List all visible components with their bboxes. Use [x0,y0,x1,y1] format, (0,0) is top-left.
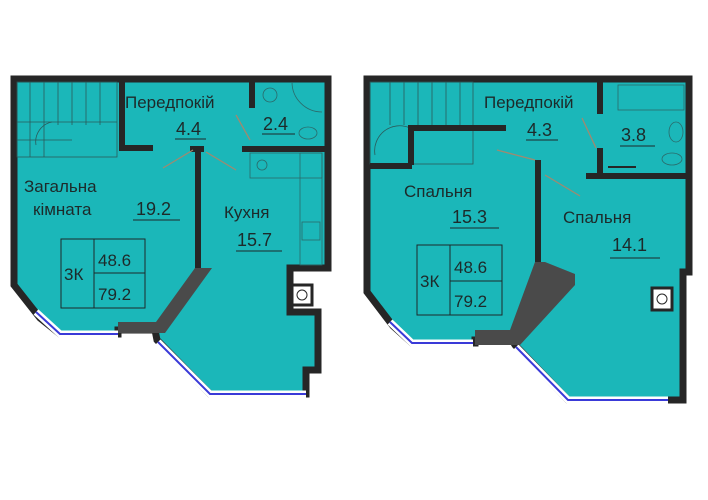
interior-walls [370,79,689,262]
apartment-type: 3К [420,272,439,291]
summary-box [416,244,503,316]
window [157,341,306,395]
pointer-lines [496,117,597,197]
room-label-living-1: Загальна [24,177,97,196]
window [35,311,118,335]
vent-icon [656,293,668,305]
bay-wall [475,262,575,345]
room-label-hallway: Передпокій [484,93,574,112]
vent-shaft [290,283,314,307]
total-area: 79.2 [98,285,131,304]
summary-box [60,238,146,309]
window [515,346,668,401]
upper-level-plan: Передпокій 4.3 3.8 Спальня 15.3 Спальня … [363,75,693,404]
room-area-hallway: 4.4 [176,119,201,139]
staircase [369,81,474,165]
room-area-living: 19.2 [136,199,171,219]
room-area-bathroom: 2.4 [263,114,288,134]
room-area-kitchen: 15.7 [237,230,272,250]
room-label-bedroom-1: Спальня [404,182,472,201]
vent-shaft [650,286,674,312]
room-label-kitchen: Кухня [224,203,270,222]
room-area-bedroom-2: 14.1 [612,235,647,255]
room-label-hallway: Передпокій [125,93,215,112]
bathroom-fixtures [608,84,685,168]
apartment-type: 3К [64,265,83,284]
room-area-hallway: 4.3 [527,120,552,140]
room-label-living-2: кімната [33,200,92,219]
lower-level-plan: Передпокій 4.4 2.4 Загальна кімната 19.2… [10,75,332,398]
vent-icon [296,289,308,301]
bathroom-fixtures [262,81,323,140]
door-stub [190,146,204,152]
interior-walls [119,79,328,268]
bay-wall [118,268,212,333]
window [389,321,473,344]
living-area: 48.6 [98,251,131,270]
staircase [16,81,118,158]
room-area-bathroom: 3.8 [621,125,646,145]
total-area: 79.2 [454,292,487,311]
room-area-bedroom-1: 15.3 [452,207,487,227]
kitchen-counter [249,152,323,266]
living-area: 48.6 [454,258,487,277]
pointer-lines [162,114,251,171]
room-label-bedroom-2: Спальня [563,208,631,227]
